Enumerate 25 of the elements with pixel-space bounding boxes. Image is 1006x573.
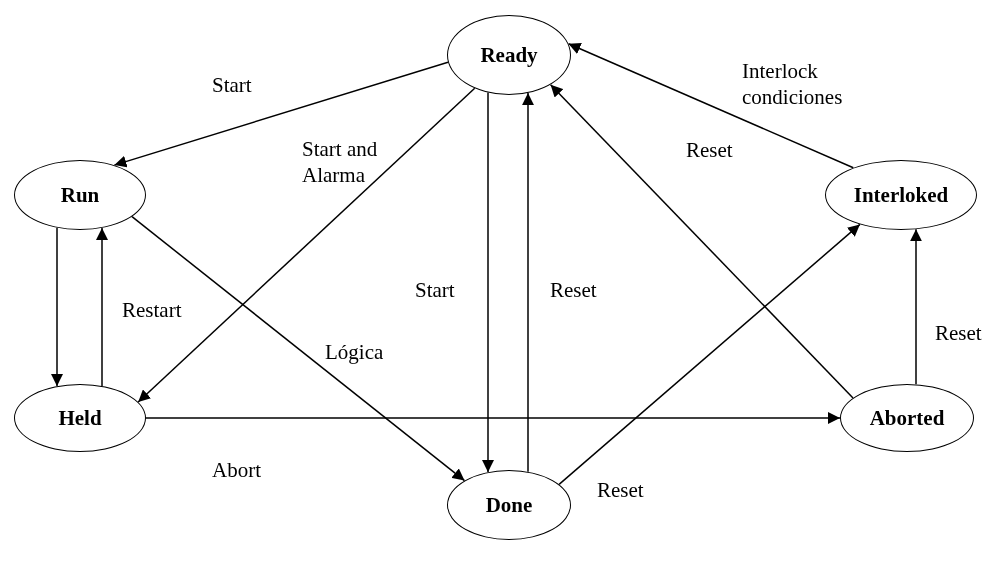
state-name: Held — [58, 405, 102, 431]
edge-label: Start — [415, 277, 456, 304]
transition-arrow — [145, 412, 841, 424]
transition-arrow — [910, 228, 922, 386]
edge-label: Start — [212, 72, 253, 99]
edge-label: Interlock condiciones — [742, 58, 844, 111]
edge-label: Reset — [597, 477, 645, 504]
edge-label: Lógica — [325, 339, 385, 366]
edge-label: Reset — [935, 320, 983, 347]
edge-label: Abort — [212, 457, 262, 484]
transition-arrow — [131, 215, 466, 482]
transition-arrow — [137, 87, 476, 403]
transition-arrow — [567, 42, 855, 169]
transition-arrow — [558, 223, 861, 486]
state-name: Aborted — [869, 405, 945, 431]
state-name: Ready — [480, 42, 538, 68]
state-name: Interloked — [853, 182, 949, 208]
transition-arrow — [549, 83, 854, 399]
transition-arrow — [113, 61, 449, 168]
state-name: Done — [485, 492, 533, 518]
edge-label: Start and Alarma — [302, 136, 379, 189]
edge-label: Reset — [550, 277, 598, 304]
edge-label: Restart — [122, 297, 183, 324]
state-name: Run — [60, 182, 100, 208]
edge-label: Reset — [686, 137, 734, 164]
